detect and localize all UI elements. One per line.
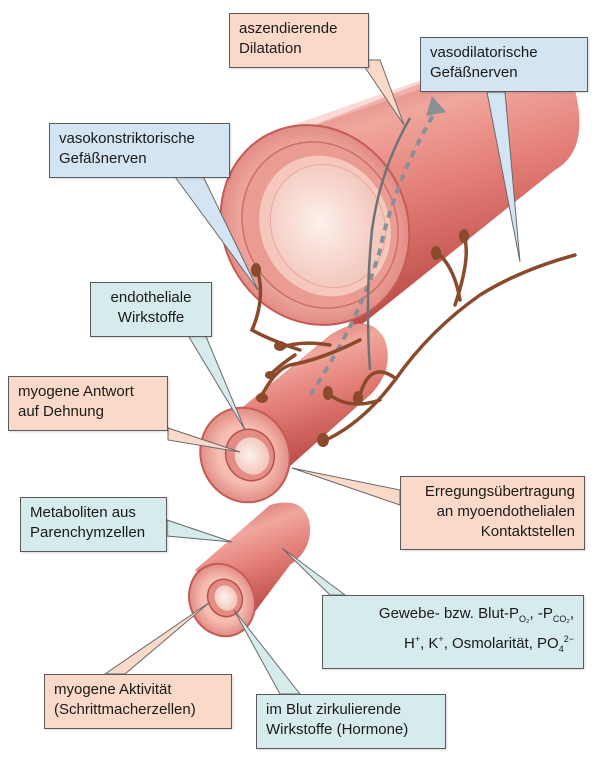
label-pointers bbox=[103, 59, 521, 695]
label-myogene-antwort: myogene Antwort auf Dehnung bbox=[8, 376, 168, 431]
nerve-varicosities bbox=[251, 229, 469, 447]
dilatation-pointer bbox=[366, 117, 412, 371]
label-gewebe-blut: Gewebe- bzw. Blut-PO₂, -PCO₂, H+, K+, Os… bbox=[322, 595, 584, 669]
label-endotheliale-wirkstoffe: endotheliale Wirkstoffe bbox=[90, 282, 212, 337]
label-vasodilatorische-gefaessnerven: vasodilatorische Gefäßnerven bbox=[420, 37, 588, 92]
label-myogene-aktivitaet: myogene Aktivität (Schrittmacherzellen) bbox=[44, 674, 232, 729]
nerve-fibres bbox=[249, 238, 577, 440]
medium-arteriole bbox=[199, 323, 388, 504]
label-aszendierende-dilatation: aszendierende Dilatation bbox=[229, 13, 369, 68]
label-vasokonstriktorische-gefaessnerven: vasokonstriktorische Gefäßnerven bbox=[49, 123, 230, 178]
large-artery bbox=[219, 49, 580, 330]
label-im-blut-zirkulierende: im Blut zirkulierende Wirkstoffe (Hormon… bbox=[256, 694, 446, 749]
label-erregungsuebertragung: Erregungsübertragung an myoendothelialen… bbox=[400, 476, 585, 550]
label-metaboliten: Metaboliten aus Parenchymzellen bbox=[20, 497, 167, 552]
